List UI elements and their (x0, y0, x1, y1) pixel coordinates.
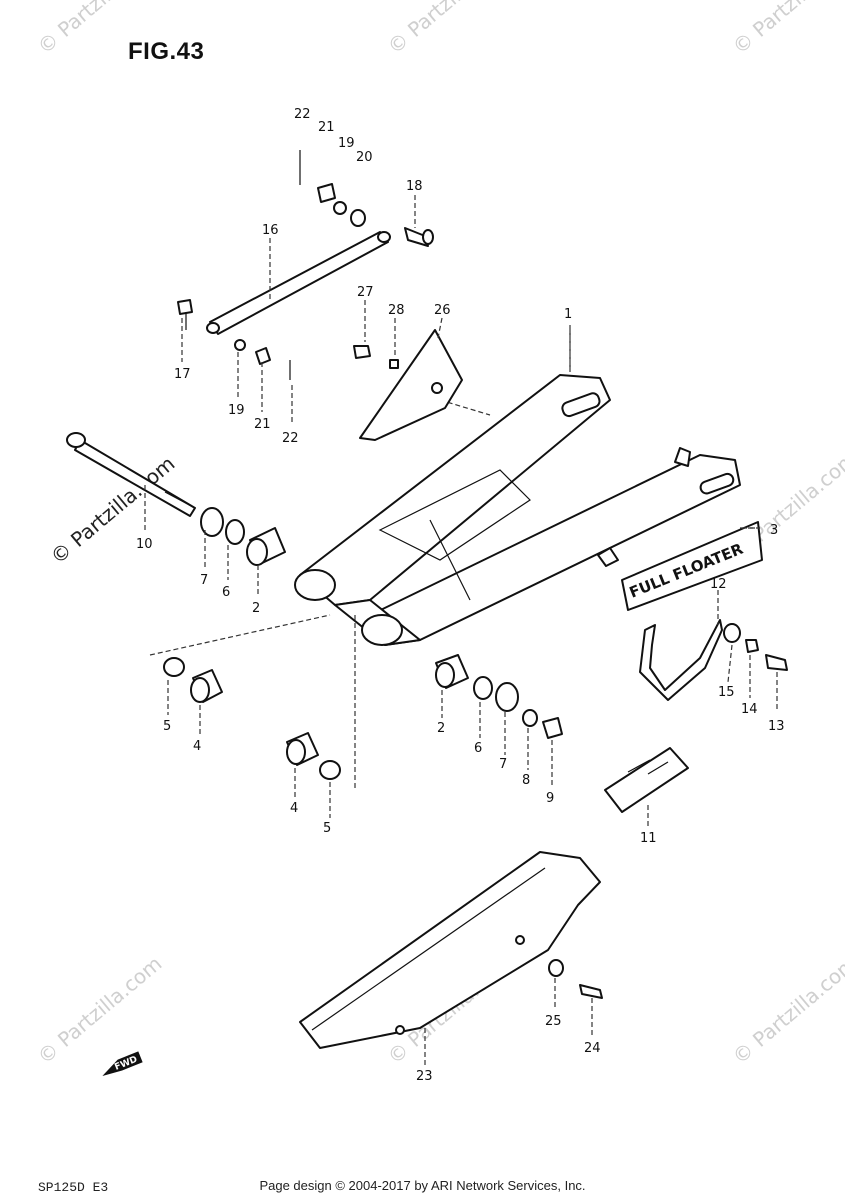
callout-17: 17 (174, 367, 191, 382)
callout-23: 23 (416, 1069, 433, 1084)
callout-4: 4 (193, 739, 201, 754)
figure-title: FIG.43 (128, 38, 205, 65)
fwd-arrow: FWD (102, 1051, 143, 1076)
fwd-label: FWD (113, 1055, 139, 1073)
callout-4: 4 (290, 801, 298, 816)
callout-28: 28 (388, 303, 405, 318)
torque-link (177, 150, 434, 380)
callout-5: 5 (323, 821, 331, 836)
callout-14: 14 (741, 702, 758, 717)
swingarm-part (294, 374, 741, 646)
watermark: © Partzilla.com (383, 0, 517, 59)
callout-2: 2 (437, 721, 445, 736)
chain-buffer (604, 747, 689, 813)
callout-7: 7 (200, 573, 208, 588)
watermark: © Partzilla.com (33, 951, 167, 1069)
chain-case-bracket (639, 619, 788, 701)
callout-20: 20 (356, 150, 373, 165)
callout-22: 22 (294, 107, 311, 122)
callout-8: 8 (522, 773, 530, 788)
model-code: SP125D E3 (38, 1180, 109, 1195)
callout-18: 18 (406, 179, 423, 194)
callout-21: 21 (254, 417, 271, 432)
callout-24: 24 (584, 1041, 601, 1056)
watermark: © Partzilla.com (728, 0, 845, 59)
callout-10: 10 (136, 537, 153, 552)
watermark: © Partzilla.com (33, 0, 167, 59)
callout-25: 25 (545, 1014, 562, 1029)
callout-1: 1 (564, 307, 572, 322)
callout-16: 16 (262, 223, 279, 238)
callout-3: 3 (770, 523, 778, 538)
callout-7: 7 (499, 757, 507, 772)
callout-26: 26 (434, 303, 451, 318)
callout-5: 5 (163, 719, 171, 734)
callout-6: 6 (222, 585, 230, 600)
leader-lines (144, 195, 778, 1065)
full-floater-decal: FULL FLOATER (621, 521, 763, 611)
callouts: 1 3 10 7 6 2 5 4 4 5 2 6 7 8 9 11 12 15 … (136, 107, 785, 1084)
bracket-part (353, 329, 463, 441)
callout-12: 12 (710, 577, 727, 592)
chain-case (299, 851, 603, 1049)
pivot-hardware (163, 507, 563, 780)
callout-2: 2 (252, 601, 260, 616)
callout-13: 13 (768, 719, 785, 734)
callout-15: 15 (718, 685, 735, 700)
callout-22: 22 (282, 431, 299, 446)
callout-19: 19 (228, 403, 245, 418)
callout-6: 6 (474, 741, 482, 756)
callout-19: 19 (338, 136, 355, 151)
callout-21: 21 (318, 120, 335, 135)
callout-9: 9 (546, 791, 554, 806)
pivot-shaft (66, 432, 196, 517)
callout-27: 27 (357, 285, 374, 300)
callout-11: 11 (640, 831, 657, 846)
watermark: © Partzilla.com (728, 951, 845, 1069)
copyright-notice: Page design © 2004-2017 by ARI Network S… (259, 1178, 586, 1193)
